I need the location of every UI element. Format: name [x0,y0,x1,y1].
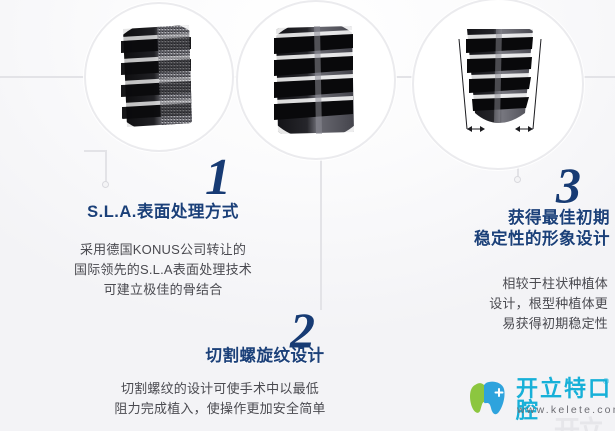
section-2-body-line-1: 切割螺纹的设计可使手术中以最低 [120,381,319,396]
section-1-numeral: 1 [205,149,231,206]
section-2-numeral: 2 [290,302,315,358]
section-2-heading: 切割螺旋纹设计 [205,347,325,365]
section-1-body-line-1: 采用德国KONUS公司转让的 [79,242,247,257]
section-3-body: 相较于柱状种植体 设计，根型种植体更 易获得初期稳定性 [418,274,608,334]
connector-node-1 [102,181,109,188]
connector-node-3 [514,176,521,183]
connector-rail-right-edge [560,76,615,78]
section-2-body: 切割螺纹的设计可使手术中以最低 阻力完成植入，使操作更加安全简单 [90,379,350,419]
implant-cutting-thread-icon [252,16,380,144]
section-2-body-line-2: 阻力完成植入，使操作更加安全简单 [114,401,326,417]
implant-circle-2 [236,0,396,160]
section-3-body-line-1: 相较于柱状种植体 [502,276,608,291]
section-3-heading-line-1: 获得最佳初期 [508,209,610,227]
implant-circle-2-disc [246,10,386,150]
connector-rail-1b-vertical [105,150,107,183]
implant-root-form-icon [430,16,566,152]
section-3-body-line-3: 易获得初期稳定性 [502,316,608,332]
brand-logo[interactable]: 开立特 开立特口腔 ® www.kelete.com [468,376,615,431]
connector-rail-3-horizontal [394,76,428,78]
implant-circle-1 [84,0,234,152]
connector-rail-1-horizontal [0,76,86,78]
logo-brand-name: 开立特口腔 [516,376,613,423]
section-1-body-line-3: 可建立极佳的骨结合 [103,282,223,298]
logo-website-url: www.kelete.com [517,404,615,416]
section-1-heading: S.L.A.表面处理方式 [87,203,239,221]
section-1-body-line-2: 国际领先的S.L.A表面处理技术 [74,262,252,278]
section-3-numeral: 3 [556,157,581,213]
logo-registered-mark: ® [603,377,609,386]
section-3-heading-line-2: 稳定性的形象设计 [474,230,610,249]
implant-circle-3 [412,0,584,170]
section-3-heading: 获得最佳初期 稳定性的形象设计 [418,208,610,250]
tooth-logo-icon [470,381,505,415]
connector-rail-2b-vertical [320,150,322,310]
logo-watermark: 开立特 [554,415,604,431]
section-1-body: 采用德国KONUS公司转让的 国际领先的S.L.A表面处理技术 可建立极佳的骨结… [52,240,274,300]
implant-circle-3-disc [423,9,573,159]
implant-sla-surface-icon [99,17,219,137]
section-3-body-line-2: 设计，根型种植体更 [489,296,608,312]
connector-rail-1b-horizontal [84,150,106,152]
implant-circle-1-disc [93,11,225,143]
